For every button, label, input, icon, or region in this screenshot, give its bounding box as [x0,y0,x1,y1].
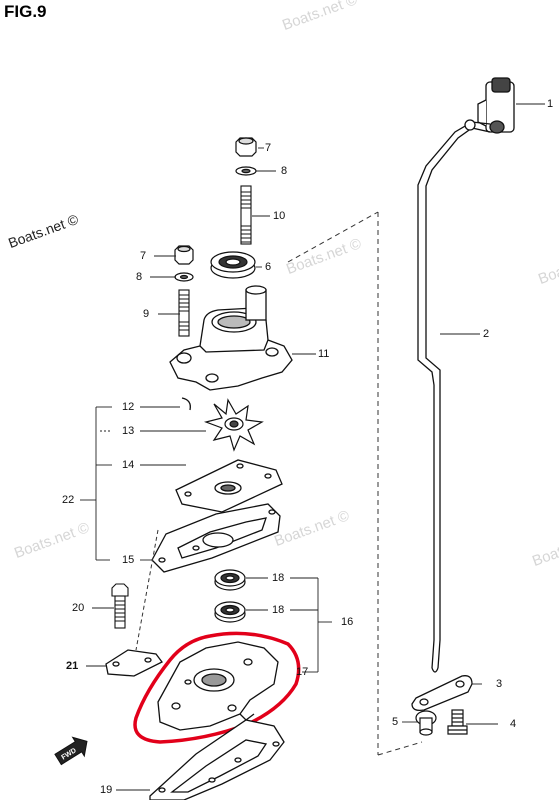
part-13-impeller [203,398,264,452]
callout-22[interactable]: 22 [62,494,75,506]
callout-2[interactable]: 2 [483,328,490,340]
callout-18-upper[interactable]: 18 [272,572,285,584]
callout-17[interactable]: 17 [296,666,309,678]
callout-18-lower[interactable]: 18 [272,604,285,616]
part-17-pump-housing [157,641,279,731]
callout-7-top[interactable]: 7 [265,142,272,154]
callout-14[interactable]: 14 [122,459,135,471]
assembly-reference-line-top [287,211,379,263]
callout-11[interactable]: 11 [318,348,330,360]
part-4-bolt [447,709,468,735]
part-18-bearing-lower [214,601,246,623]
part-14-liner [175,459,283,513]
callout-16[interactable]: 16 [341,616,354,628]
callout-21[interactable]: 21 [66,660,79,672]
callout-8-top[interactable]: 8 [281,165,288,177]
callout-1[interactable]: 1 [547,98,554,110]
part-3-link-plate [411,675,473,712]
highlight-outline [133,631,301,744]
part-10-stud-top [240,185,252,245]
part-21-plate [105,649,163,677]
callout-5[interactable]: 5 [392,716,399,728]
callout-3[interactable]: 3 [496,678,503,690]
callout-13[interactable]: 13 [122,425,135,437]
callout-12[interactable]: 12 [122,401,135,413]
assembly-reference-line-bottom [377,741,423,756]
part-12-key [181,397,191,411]
fwd-arrow-icon: FWD [54,736,88,766]
leader-lines [80,103,545,791]
callout-8-left[interactable]: 8 [136,271,143,283]
callout-19[interactable]: 19 [100,784,113,796]
part-18-bearing-upper [214,569,246,591]
callout-15[interactable]: 15 [122,554,135,566]
part-11-pump-case [169,285,293,391]
part-20-bolt [111,583,129,629]
part-7-nut-top [235,137,257,157]
part-9-stud-left [178,289,190,337]
part-8-washer-top [235,166,257,176]
callout-4[interactable]: 4 [510,718,517,730]
part-8-washer-left [174,272,194,282]
part-2-shift-rod [417,119,491,673]
callout-6[interactable]: 6 [265,261,272,273]
gasket-alignment-line [135,529,159,651]
figure-title: FIG.9 [4,2,47,21]
part-1-cable-holder [477,77,515,134]
callout-10[interactable]: 10 [273,210,286,222]
part-15-gasket [151,503,281,573]
part-5-grommet [415,710,437,736]
callout-7-left[interactable]: 7 [140,250,147,262]
callout-20[interactable]: 20 [72,602,85,614]
part-7-nut-left [174,245,194,265]
part-6-oil-seal [210,251,256,279]
part-19-gasket [149,719,285,800]
callout-9[interactable]: 9 [143,308,150,320]
